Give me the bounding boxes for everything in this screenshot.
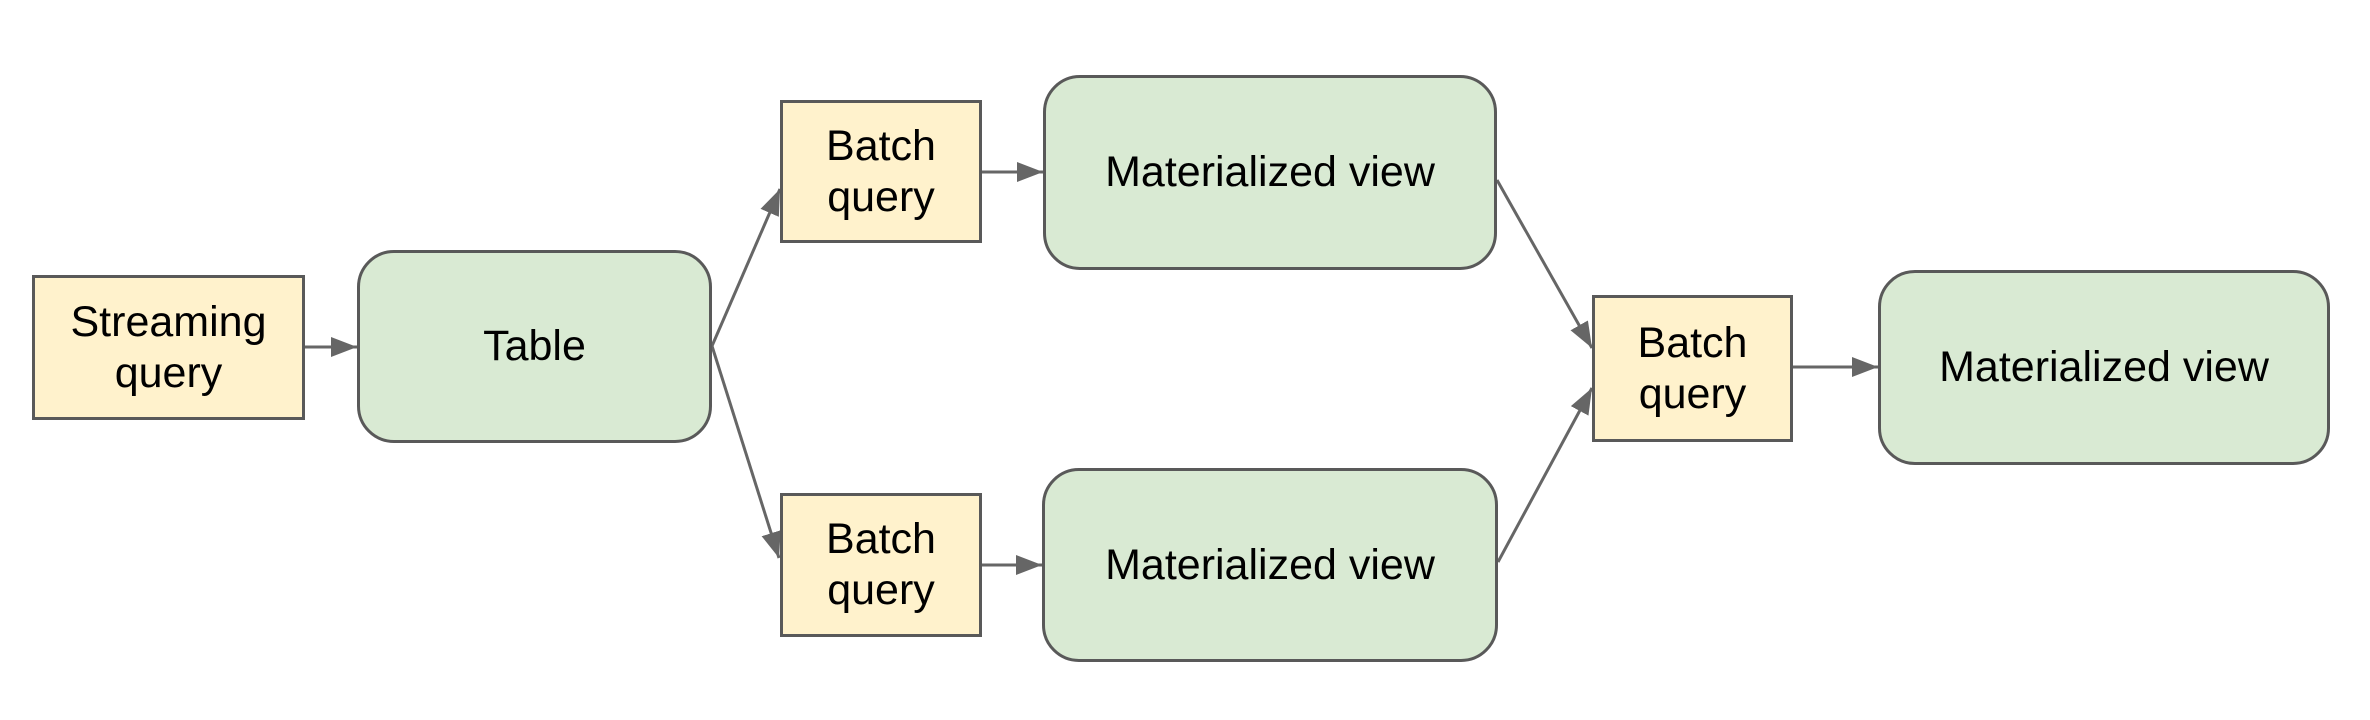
node-table: Table: [357, 250, 712, 443]
node-label: Materialized view: [1939, 343, 2269, 392]
node-streaming-query: Streaming query: [32, 275, 305, 420]
node-materialized-view-final: Materialized view: [1878, 270, 2330, 465]
node-materialized-view-bottom: Materialized view: [1042, 468, 1498, 662]
arrow-table-to-batch-query-bottom: [710, 345, 781, 559]
node-label: Table: [483, 322, 586, 371]
arrow-materialized-view-bottom-to-batch-query-merge: [1496, 387, 1594, 563]
node-label: Batch query: [826, 515, 936, 614]
arrow-materialized-view-top-to-batch-query-merge: [1495, 179, 1594, 349]
node-label: Batch query: [826, 121, 936, 221]
node-label: Materialized view: [1105, 148, 1435, 197]
node-materialized-view-top: Materialized view: [1043, 75, 1497, 270]
node-batch-query-merge: Batch query: [1592, 295, 1793, 442]
node-batch-query-top: Batch query: [780, 100, 982, 243]
node-batch-query-bottom: Batch query: [780, 493, 982, 637]
arrow-table-to-batch-query-top: [710, 188, 782, 347]
node-label: Batch query: [1637, 318, 1748, 418]
node-label: Streaming query: [70, 297, 267, 397]
node-label: Materialized view: [1105, 540, 1435, 589]
